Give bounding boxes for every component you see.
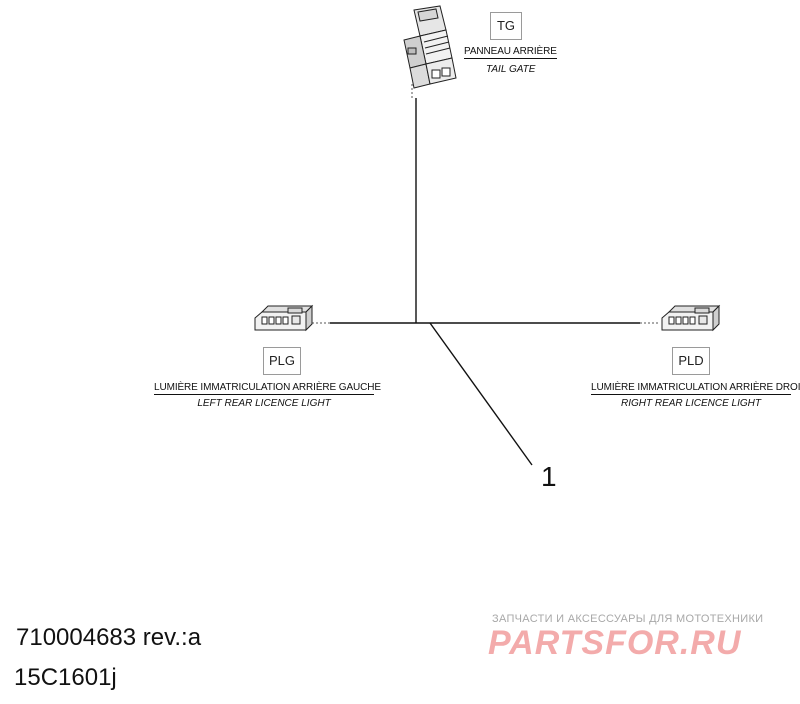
callout-number: 1 xyxy=(541,461,557,492)
harness-wires xyxy=(330,98,640,466)
tail-gate-code-box: TG xyxy=(490,12,522,40)
part-number: 710004683 rev.:a xyxy=(16,624,202,651)
right-light-label-fr: LUMIÈRE IMMATRICULATION ARRIÈRE DROIT xyxy=(591,382,800,395)
left-light-label-en: LEFT REAR LICENCE LIGHT xyxy=(197,398,331,409)
tail-gate-label-en: TAIL GATE xyxy=(486,64,536,75)
right-licence-light-connector-icon xyxy=(661,304,721,332)
watermark-brand-logo: PARTSFOR.RU xyxy=(488,624,742,662)
left-licence-light-connector-icon xyxy=(254,304,314,332)
left-light-label-fr: LUMIÈRE IMMATRICULATION ARRIÈRE GAUCHE xyxy=(154,382,381,395)
tail-gate-label-fr: PANNEAU ARRIÈRE xyxy=(464,46,557,59)
left-light-code-box: PLG xyxy=(263,347,301,375)
watermark-subtitle: ЗАПЧАСТИ И АКСЕССУАРЫ ДЛЯ МОТОТЕХНИКИ xyxy=(492,613,764,625)
right-light-code-box: PLD xyxy=(672,347,710,375)
right-light-label-en: RIGHT REAR LICENCE LIGHT xyxy=(620,398,762,409)
drawing-code: 15C1601j xyxy=(14,664,117,691)
tail-gate-connector-icon xyxy=(403,5,457,89)
callout-leader-line xyxy=(429,322,533,466)
